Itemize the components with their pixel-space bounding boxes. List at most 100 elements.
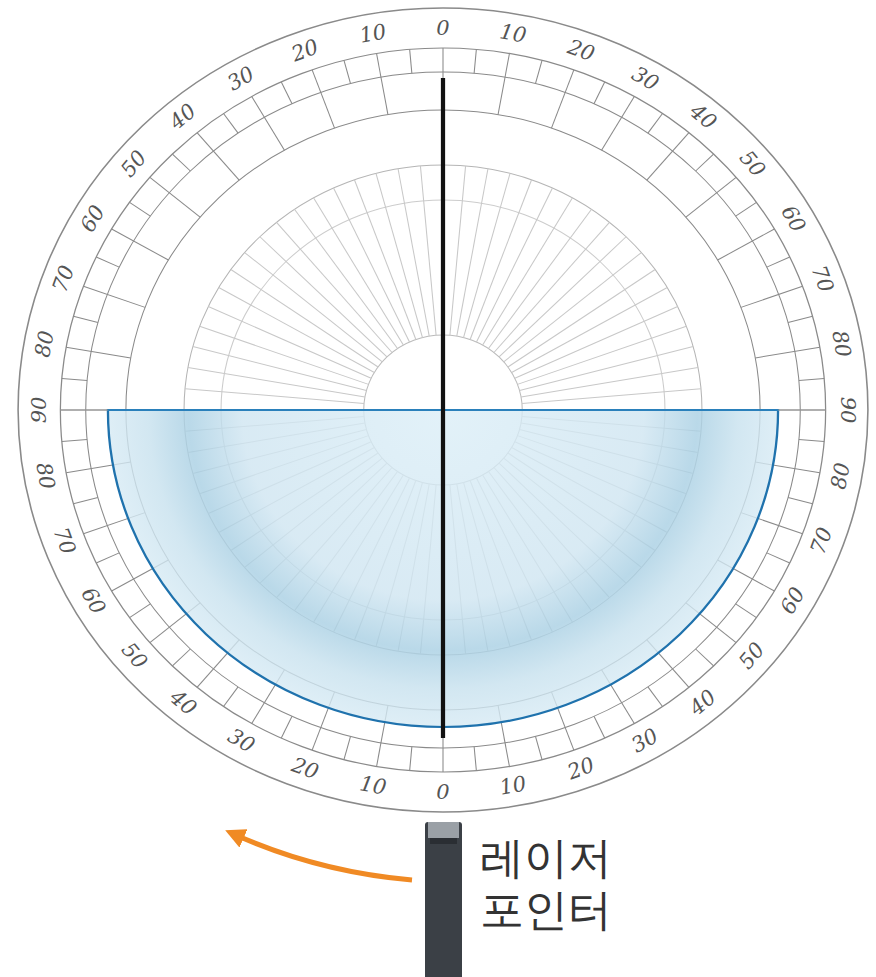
radial-line bbox=[294, 209, 397, 348]
radial-line bbox=[515, 306, 678, 378]
rotation-arrow bbox=[238, 836, 412, 880]
radial-line bbox=[354, 180, 415, 340]
scale-tick bbox=[736, 202, 757, 216]
angle-number: 30 bbox=[628, 63, 662, 95]
angle-number: 70 bbox=[49, 524, 78, 556]
scale-tick bbox=[551, 70, 573, 128]
laser-pointer bbox=[425, 822, 462, 977]
radial-line bbox=[521, 367, 698, 397]
angle-number: 40 bbox=[166, 686, 200, 719]
scale-ring bbox=[60, 48, 825, 772]
angle-number: 50 bbox=[736, 147, 769, 181]
scale-tick bbox=[83, 286, 145, 307]
angle-number: 30 bbox=[628, 725, 662, 757]
radial-line bbox=[517, 326, 686, 384]
scale-tick bbox=[197, 133, 239, 180]
scale-tick bbox=[96, 553, 119, 563]
scale-tick bbox=[767, 257, 790, 267]
scale-tick bbox=[344, 736, 351, 759]
angle-number: 40 bbox=[686, 686, 720, 719]
scale-tick bbox=[736, 604, 757, 618]
scale-tick bbox=[696, 649, 714, 666]
angle-number: 20 bbox=[289, 37, 321, 66]
scale-tick bbox=[718, 229, 775, 260]
scale-tick bbox=[312, 70, 334, 128]
radial-line bbox=[464, 173, 511, 337]
angle-number: 80 bbox=[828, 461, 853, 491]
scale-tick bbox=[281, 716, 292, 738]
radial-line bbox=[483, 198, 573, 345]
angle-number: 80 bbox=[828, 329, 853, 359]
scale-tick bbox=[535, 736, 542, 759]
angle-number: 60 bbox=[78, 584, 110, 618]
angle-number: 60 bbox=[777, 202, 809, 236]
scale-tick bbox=[755, 347, 820, 358]
radial-line bbox=[193, 347, 367, 391]
radial-line bbox=[231, 269, 378, 367]
scale-tick bbox=[73, 316, 98, 322]
scale-tick bbox=[172, 649, 190, 666]
scale-tick bbox=[799, 439, 824, 441]
angle-number: 50 bbox=[117, 147, 150, 181]
scale-tick bbox=[410, 747, 412, 771]
radial-line bbox=[260, 237, 387, 357]
angle-number: 0 bbox=[436, 18, 449, 39]
scale-tick bbox=[696, 154, 714, 171]
angle-number: 10 bbox=[498, 774, 528, 799]
angle-number: 10 bbox=[498, 21, 528, 46]
scale-tick bbox=[377, 53, 388, 114]
radial-line bbox=[185, 389, 364, 404]
scale-tick bbox=[767, 553, 790, 563]
scale-tick bbox=[410, 49, 412, 73]
radial-line bbox=[450, 166, 466, 335]
angle-number: 10 bbox=[358, 21, 388, 46]
angle-number: 40 bbox=[686, 101, 720, 134]
radial-line bbox=[522, 389, 701, 404]
scale-tick bbox=[647, 133, 689, 180]
angle-number: 80 bbox=[33, 461, 58, 491]
angle-number: 70 bbox=[808, 524, 837, 556]
scale-tick bbox=[150, 177, 200, 217]
angle-number: 30 bbox=[224, 725, 258, 757]
scale-tick bbox=[96, 257, 119, 267]
radial-line bbox=[457, 169, 488, 336]
scale-tick bbox=[686, 177, 736, 217]
laser-band bbox=[430, 838, 457, 844]
radial-line bbox=[334, 188, 410, 342]
scale-tick bbox=[741, 286, 803, 307]
scale-tick bbox=[602, 96, 635, 150]
radial-line bbox=[277, 222, 393, 352]
angle-number: 90 bbox=[29, 397, 50, 424]
scale-tick bbox=[224, 113, 239, 133]
radial-line bbox=[504, 253, 642, 362]
scale-tick bbox=[130, 604, 151, 618]
angle-number: 50 bbox=[736, 639, 769, 673]
angle-number: 40 bbox=[166, 101, 200, 134]
radial-line bbox=[376, 173, 423, 337]
angle-number: 80 bbox=[33, 329, 58, 359]
scale-tick bbox=[498, 53, 509, 114]
angle-number: 20 bbox=[565, 755, 597, 784]
angle-number: 60 bbox=[78, 202, 110, 236]
scale-tick bbox=[594, 716, 605, 738]
normal-line bbox=[441, 78, 445, 738]
scale-tick bbox=[224, 687, 239, 707]
radial-line bbox=[219, 288, 375, 373]
scale-tick bbox=[73, 497, 98, 503]
scale-tick bbox=[535, 60, 542, 83]
scale-tick bbox=[252, 96, 285, 150]
laser-tip bbox=[428, 822, 459, 838]
radial-line bbox=[488, 209, 591, 348]
device-label: 레이저 포인터 bbox=[480, 832, 650, 936]
scale-tick bbox=[788, 316, 813, 322]
laser-body bbox=[425, 822, 462, 977]
radial-line bbox=[188, 367, 365, 397]
scale-tick bbox=[799, 378, 824, 380]
angle-number: 20 bbox=[289, 755, 321, 784]
angle-number: 10 bbox=[358, 774, 388, 799]
scale-ticks bbox=[60, 48, 825, 772]
scale-ring bbox=[86, 72, 801, 748]
angle-number: 70 bbox=[49, 263, 78, 295]
